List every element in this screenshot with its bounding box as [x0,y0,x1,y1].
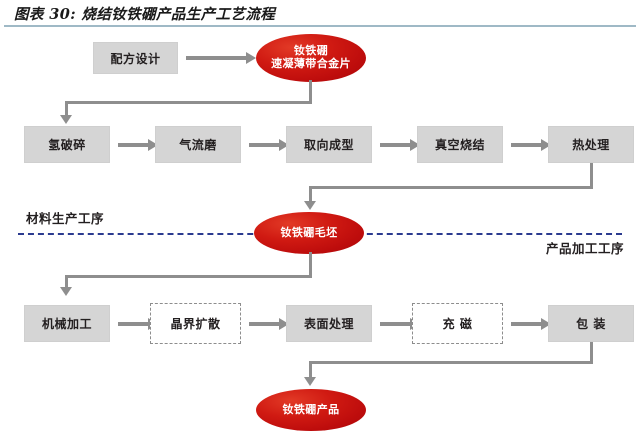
connector-blank-to-machining-v1 [309,252,312,278]
node-grain-boundary-diffusion[interactable]: 晶界扩散 [150,303,241,344]
node-jet-mill[interactable]: 气流磨 [155,126,241,163]
node-strip-alloy-line2: 速凝薄带合金片 [271,57,351,70]
arrow-hydrogen-to-jetmill [118,139,158,151]
node-formula-design[interactable]: 配方设计 [93,42,178,74]
connector-packaging-to-product-v1 [590,342,593,364]
figure-title: 图表 30: 烧结钕铁硼产品生产工艺流程 [14,6,276,23]
divider-label-material-stage: 材料生产工序 [26,211,105,226]
arrow-formula-to-strip-alloy [186,52,256,64]
arrow-gbd-to-surface [249,318,289,330]
arrow-forming-to-sinter [380,139,420,151]
connector-heat-to-blank-v1 [590,163,593,189]
arrowhead-into-hydrogen-crush [60,115,72,124]
node-oriented-forming[interactable]: 取向成型 [286,126,372,163]
node-heat-treatment[interactable]: 热处理 [548,126,634,163]
node-surface-treatment[interactable]: 表面处理 [286,305,372,342]
node-vacuum-sinter[interactable]: 真空烧结 [417,126,503,163]
connector-packaging-to-product-h [309,361,593,364]
node-product[interactable]: 钕铁硼产品 [256,389,366,431]
connector-strip-to-hydrogen-v1 [309,80,312,104]
connector-blank-to-machining-v2 [65,275,68,289]
connector-heat-to-blank-h [309,186,593,189]
arrow-sinter-to-heat [511,139,551,151]
node-product-label: 钕铁硼产品 [282,402,340,416]
arrow-magnetizing-to-packaging [511,318,551,330]
arrow-jetmill-to-forming [249,139,289,151]
title-divider-rule [4,25,636,27]
arrowhead-into-blank [304,201,316,210]
divider-label-product-stage: 产品加工工序 [546,241,625,256]
node-strip-alloy-line1: 钕铁硼 [293,44,329,58]
node-strip-alloy[interactable]: 钕铁硼 速凝薄带合金片 [256,34,366,82]
arrowhead-into-product [304,377,316,386]
node-packaging[interactable]: 包 装 [548,305,634,342]
node-blank-label: 钕铁硼毛坯 [280,225,338,239]
node-hydrogen-crush[interactable]: 氢破碎 [24,126,110,163]
connector-blank-to-machining-h [65,275,312,278]
connector-strip-to-hydrogen-h [65,101,312,104]
node-machining[interactable]: 机械加工 [24,305,110,342]
node-magnetizing[interactable]: 充 磁 [412,303,503,344]
node-blank[interactable]: 钕铁硼毛坯 [254,212,364,254]
connector-packaging-to-product-v2 [309,361,312,379]
connector-strip-to-hydrogen-v2 [65,101,68,117]
arrowhead-into-machining [60,287,72,296]
connector-heat-to-blank-v2 [309,186,312,203]
